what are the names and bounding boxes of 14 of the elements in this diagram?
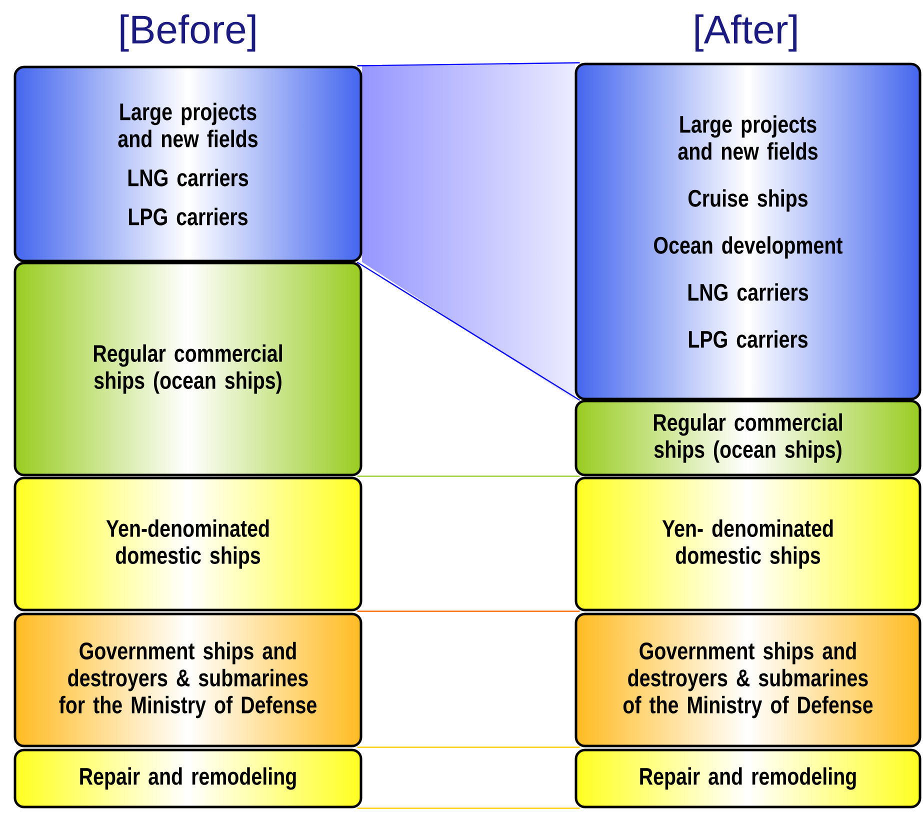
category-box: Government ships and destroyers & submarines for the Ministry of Defense bbox=[14, 612, 362, 748]
connector-line bbox=[357, 610, 580, 612]
category-box: Repair and remodeling bbox=[574, 748, 922, 808]
connector-line bbox=[357, 808, 580, 809]
category-box: Yen-denominated domestic ships bbox=[14, 476, 362, 612]
category-box: Repair and remodeling bbox=[14, 748, 362, 808]
category-box: Government ships and destroyers & submarines of the Ministry of Defense bbox=[574, 612, 922, 748]
connector-line bbox=[357, 476, 580, 477]
expansion-lines bbox=[356, 62, 580, 401]
category-box: Regular commercial ships (ocean ships) bbox=[14, 262, 362, 476]
connector-line bbox=[357, 746, 580, 748]
category-box: Large projects and new fields LNG carriers LPG carriers bbox=[14, 66, 362, 262]
category-box: Regular commercial ships (ocean ships) bbox=[574, 400, 922, 476]
category-box: Yen- denominated domestic ships bbox=[574, 476, 922, 612]
